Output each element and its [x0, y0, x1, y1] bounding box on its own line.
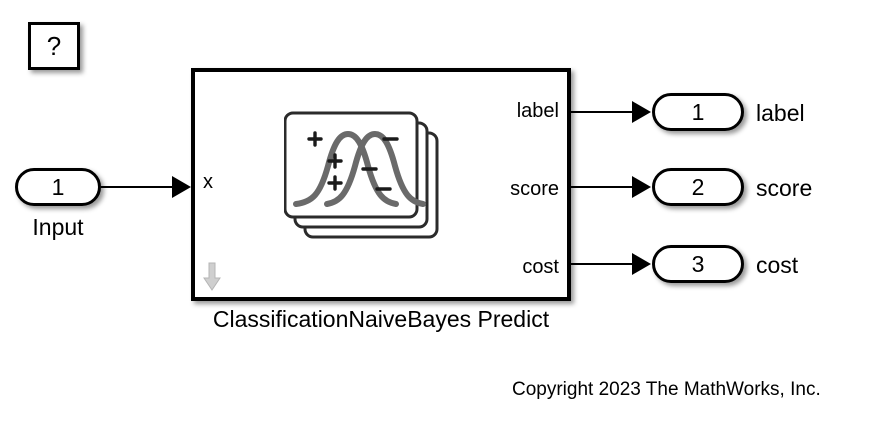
outport-2-score[interactable]: 2 [652, 168, 744, 206]
block-resize-arrow-icon[interactable] [203, 262, 221, 292]
help-block[interactable]: ? [28, 22, 80, 70]
wire-label [571, 111, 638, 113]
wire-arrow-score [632, 176, 651, 198]
block-outport-label-cost: cost [522, 256, 559, 278]
naive-bayes-icon-svg [283, 111, 439, 239]
down-arrow-icon [203, 262, 221, 291]
wire-score [571, 186, 638, 188]
outport-2-caption: score [756, 175, 813, 201]
inport-1-caption: Input [32, 214, 84, 240]
outport-3-cost[interactable]: 3 [652, 245, 744, 283]
wire-input-to-block [101, 186, 177, 188]
block-outport-label-score: score [510, 178, 559, 200]
wire-arrow-label [632, 101, 651, 123]
classification-naive-bayes-predict-block[interactable]: x label score cost [191, 68, 571, 301]
block-outport-label-label: label [516, 100, 559, 122]
outport-1-label[interactable]: 1 [652, 93, 744, 131]
inport-1-input[interactable]: 1 [15, 168, 101, 206]
naive-bayes-gaussian-icon [283, 111, 449, 256]
outport-3-caption: cost [756, 252, 799, 278]
inport-1-number: 1 [51, 173, 65, 200]
wire-arrow-input [172, 176, 191, 198]
outport-1-caption: label [756, 100, 805, 126]
wire-cost [571, 263, 638, 265]
wire-arrow-cost [632, 253, 651, 275]
main-block-caption: ClassificationNaiveBayes Predict [212, 306, 550, 332]
block-inport-label-x: x [203, 171, 213, 193]
help-block-label: ? [46, 31, 62, 61]
outport-1-number: 1 [691, 98, 705, 125]
outport-3-number: 3 [691, 250, 705, 277]
outport-2-number: 2 [691, 173, 705, 200]
copyright-text: Copyright 2023 The MathWorks, Inc. [512, 379, 821, 400]
